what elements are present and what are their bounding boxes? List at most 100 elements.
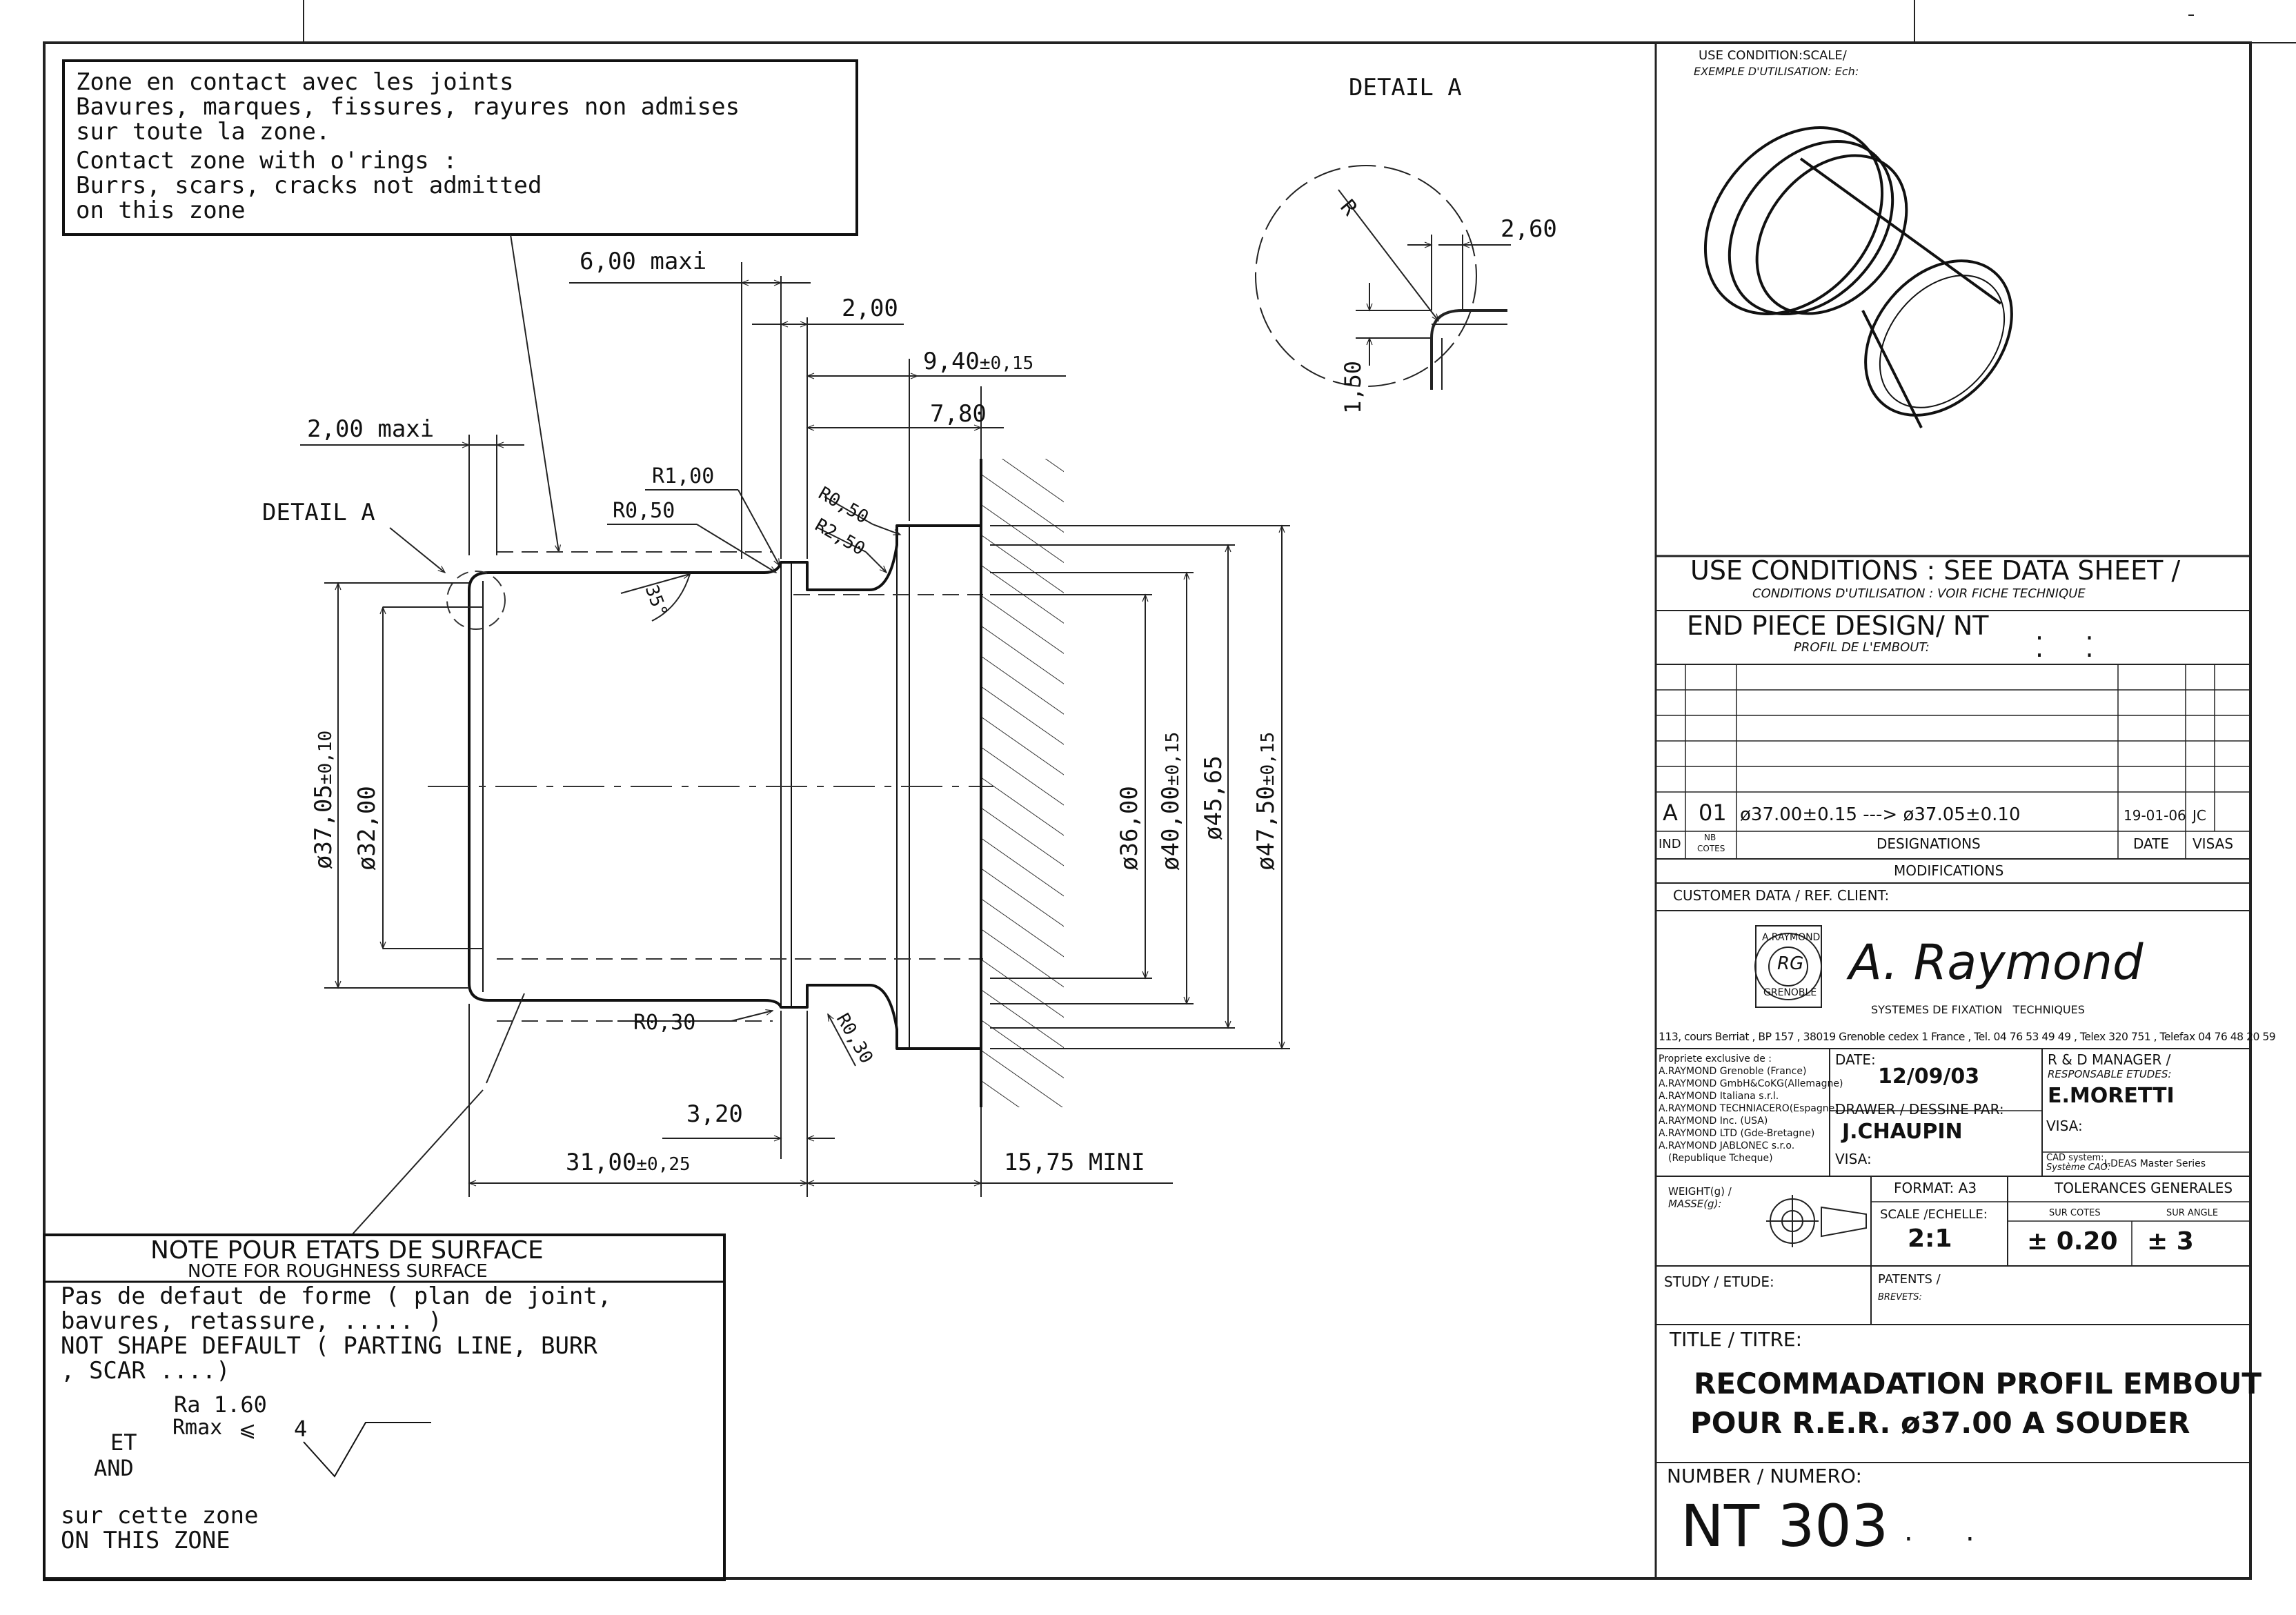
dia-47-50: ø47,50±0,15 (1252, 731, 1280, 871)
property-line-8: A.RAYMOND JABLONEC s.r.o. (1659, 1140, 1795, 1151)
isometric-view (1703, 126, 2013, 428)
format-label: FORMAT: A3 (1894, 1180, 1977, 1196)
dim-31-00: 31,00±0,25 (566, 1151, 691, 1174)
roughness-line-1: Pas de defaut de forme ( plan de joint, (61, 1282, 612, 1310)
contact-zone-note-box (62, 59, 858, 236)
tol-sur-cotes: SUR COTES (2049, 1208, 2101, 1218)
cad-system: CAD system: (2046, 1153, 2104, 1163)
dim-2-00: 2,00 (842, 295, 898, 322)
property-line-7: A.RAYMOND LTD (Gde-Bretagne) (1659, 1128, 1815, 1139)
and-label: AND (94, 1455, 134, 1481)
weld-wall (980, 459, 1064, 1107)
rev-date: 19-01-06 (2124, 807, 2186, 824)
contact-zone-leader (510, 234, 562, 553)
rmax-label: Rmax (172, 1416, 223, 1440)
property-line-3: A.RAYMOND GmbH&CoKG(Allemagne) (1659, 1078, 1843, 1089)
end-piece-design: END PIECE DESIGN/ NT (1687, 611, 1989, 641)
dim-9-40-value: 9,40 (923, 348, 980, 375)
end-piece-dots: . . (2035, 615, 2094, 646)
property-line-6: A.RAYMOND Inc. (USA) (1659, 1116, 1768, 1127)
study-label: STUDY / ETUDE: (1664, 1274, 1774, 1290)
contact-zone-line-6: on this zone (76, 197, 246, 224)
detail-a-1-50: 1,50 (1340, 360, 1366, 414)
scale-label: SCALE /ECHELLE: (1880, 1207, 1988, 1222)
brevets-label: BREVETS: (1878, 1292, 1922, 1302)
rmax-value: 4 (294, 1416, 308, 1442)
dia-40-tol: ±0,15 (1162, 731, 1183, 786)
dia-36: ø36,00 (1116, 786, 1143, 871)
customer-data: CUSTOMER DATA / REF. CLIENT: (1673, 887, 1890, 904)
radius-1-00: R1,00 (652, 464, 715, 488)
detail-a-2-60: 2,60 (1501, 215, 1557, 243)
drawer-label: DRAWER / DESSINE PAR: (1835, 1101, 2004, 1118)
hdr-date: DATE (2133, 835, 2170, 852)
dim-9-40: 9,40±0,15 (923, 350, 1033, 373)
property-line-9: (Republique Tcheque) (1668, 1153, 1773, 1164)
dia-37-05: ø37,05±0,10 (310, 731, 337, 869)
end-piece-dots-2: . . (2035, 633, 2094, 663)
use-conditions-heading: USE CONDITIONS : SEE DATA SHEET / (1690, 555, 2181, 586)
visa-manager: VISA: (2046, 1118, 2083, 1134)
tol-cotes-value: ± 0.20 (2027, 1227, 2118, 1256)
tol-angle-value: ± 3 (2147, 1227, 2194, 1256)
company-address: 113, cours Berriat , BP 157 , 38019 Gren… (1659, 1031, 2276, 1043)
drawing-title-line-1: RECOMMADATION PROFIL EMBOUT (1694, 1367, 2262, 1400)
tolerances-title: TOLERANCES GENERALES (2055, 1180, 2233, 1196)
visa-drawer: VISA: (1835, 1151, 1872, 1167)
property-line-2: A.RAYMOND Grenoble (France) (1659, 1066, 1807, 1077)
drawing-number-dots: . . (1904, 1516, 1975, 1547)
detail-a-marker (446, 571, 506, 630)
roughness-note-box (43, 1233, 726, 1581)
brand-name: A. Raymond (1849, 934, 2144, 991)
logo-ring-top: A.RAYMOND (1762, 932, 1821, 943)
radius-0-30-a: R0,30 (633, 1011, 696, 1035)
hdr-nb: NB (1704, 833, 1716, 842)
manager-name: E.MORETTI (2048, 1084, 2175, 1108)
projection-symbol (1766, 1195, 1867, 1247)
exemple-utilisation: EXEMPLE D'UTILISATION: Ech: (1694, 65, 1859, 78)
contact-zone-line-1: Zone en contact avec les joints (76, 68, 514, 96)
cad-value: I-DEAS Master Series (2104, 1158, 2206, 1169)
rev-nb: 01 (1699, 800, 1727, 826)
et-label: ET (110, 1429, 137, 1456)
rd-manager: R & D MANAGER / (2048, 1051, 2171, 1068)
hdr-ind: IND (1659, 837, 1681, 851)
contact-zone-line-4: Contact zone with o'rings : (76, 147, 457, 175)
contact-zone-line-5: Burrs, scars, cracks not admitted (76, 172, 542, 199)
roughness-line-2: bavures, retassure, ..... ) (61, 1307, 442, 1335)
detail-a-callout: DETAIL A (262, 499, 375, 526)
dim-31-00-value: 31,00 (566, 1149, 637, 1176)
tol-sur-angle: SUR ANGLE (2166, 1208, 2219, 1218)
property-line-4: A.RAYMOND Italiana s.r.l. (1659, 1091, 1779, 1102)
rev-visa: JC (2193, 807, 2206, 824)
logo-ring-bottom: GRENOBLE (1763, 987, 1817, 998)
sheet-frame (43, 0, 2296, 1580)
drawer-name: J.CHAUPIN (1842, 1120, 1963, 1144)
drawing-title-line-2: POUR R.E.R. ø37.00 A SOUDER (1690, 1406, 2190, 1440)
roughness-line-3: NOT SHAPE DEFAULT ( PARTING LINE, BURR (61, 1332, 597, 1360)
dim-9-40-tol: ±0,15 (979, 353, 1034, 374)
dia-40-value: ø40,00 (1157, 786, 1185, 871)
rev-ind: A (1663, 800, 1678, 826)
dia-47-50-value: ø47,50 (1252, 786, 1280, 871)
dim-3-20: 3,20 (686, 1100, 743, 1128)
dia-40: ø40,00±0,15 (1157, 731, 1185, 871)
use-condition-scale: USE CONDITION:SCALE/ (1699, 48, 1847, 63)
roughness-line-4: , SCAR ....) (61, 1357, 230, 1385)
rev-designation: ø37.00±0.15 ---> ø37.05±0.10 (1740, 804, 2021, 825)
masse-label: MASSE(g): (1668, 1198, 1722, 1210)
detail-a-title: DETAIL A (1349, 74, 1462, 101)
dia-47-50-tol: ±0,15 (1258, 731, 1278, 786)
dimension-lines (300, 262, 1290, 1236)
zone-en: ON THIS ZONE (61, 1527, 230, 1554)
scale-value: 2:1 (1908, 1225, 1952, 1253)
title-label: TITLE / TITRE: (1670, 1328, 1803, 1351)
dim-2-maxi: 2,00 maxi (307, 415, 435, 443)
dim-6-maxi: 6,00 maxi (580, 248, 707, 275)
hdr-cotes: COTES (1697, 844, 1725, 853)
title-block-grid (1654, 43, 2250, 1578)
dim-31-00-tol: ±0,25 (636, 1154, 691, 1175)
dia-45-65: ø45,65 (1200, 755, 1227, 840)
weight-label: WEIGHT(g) / (1668, 1185, 1732, 1198)
